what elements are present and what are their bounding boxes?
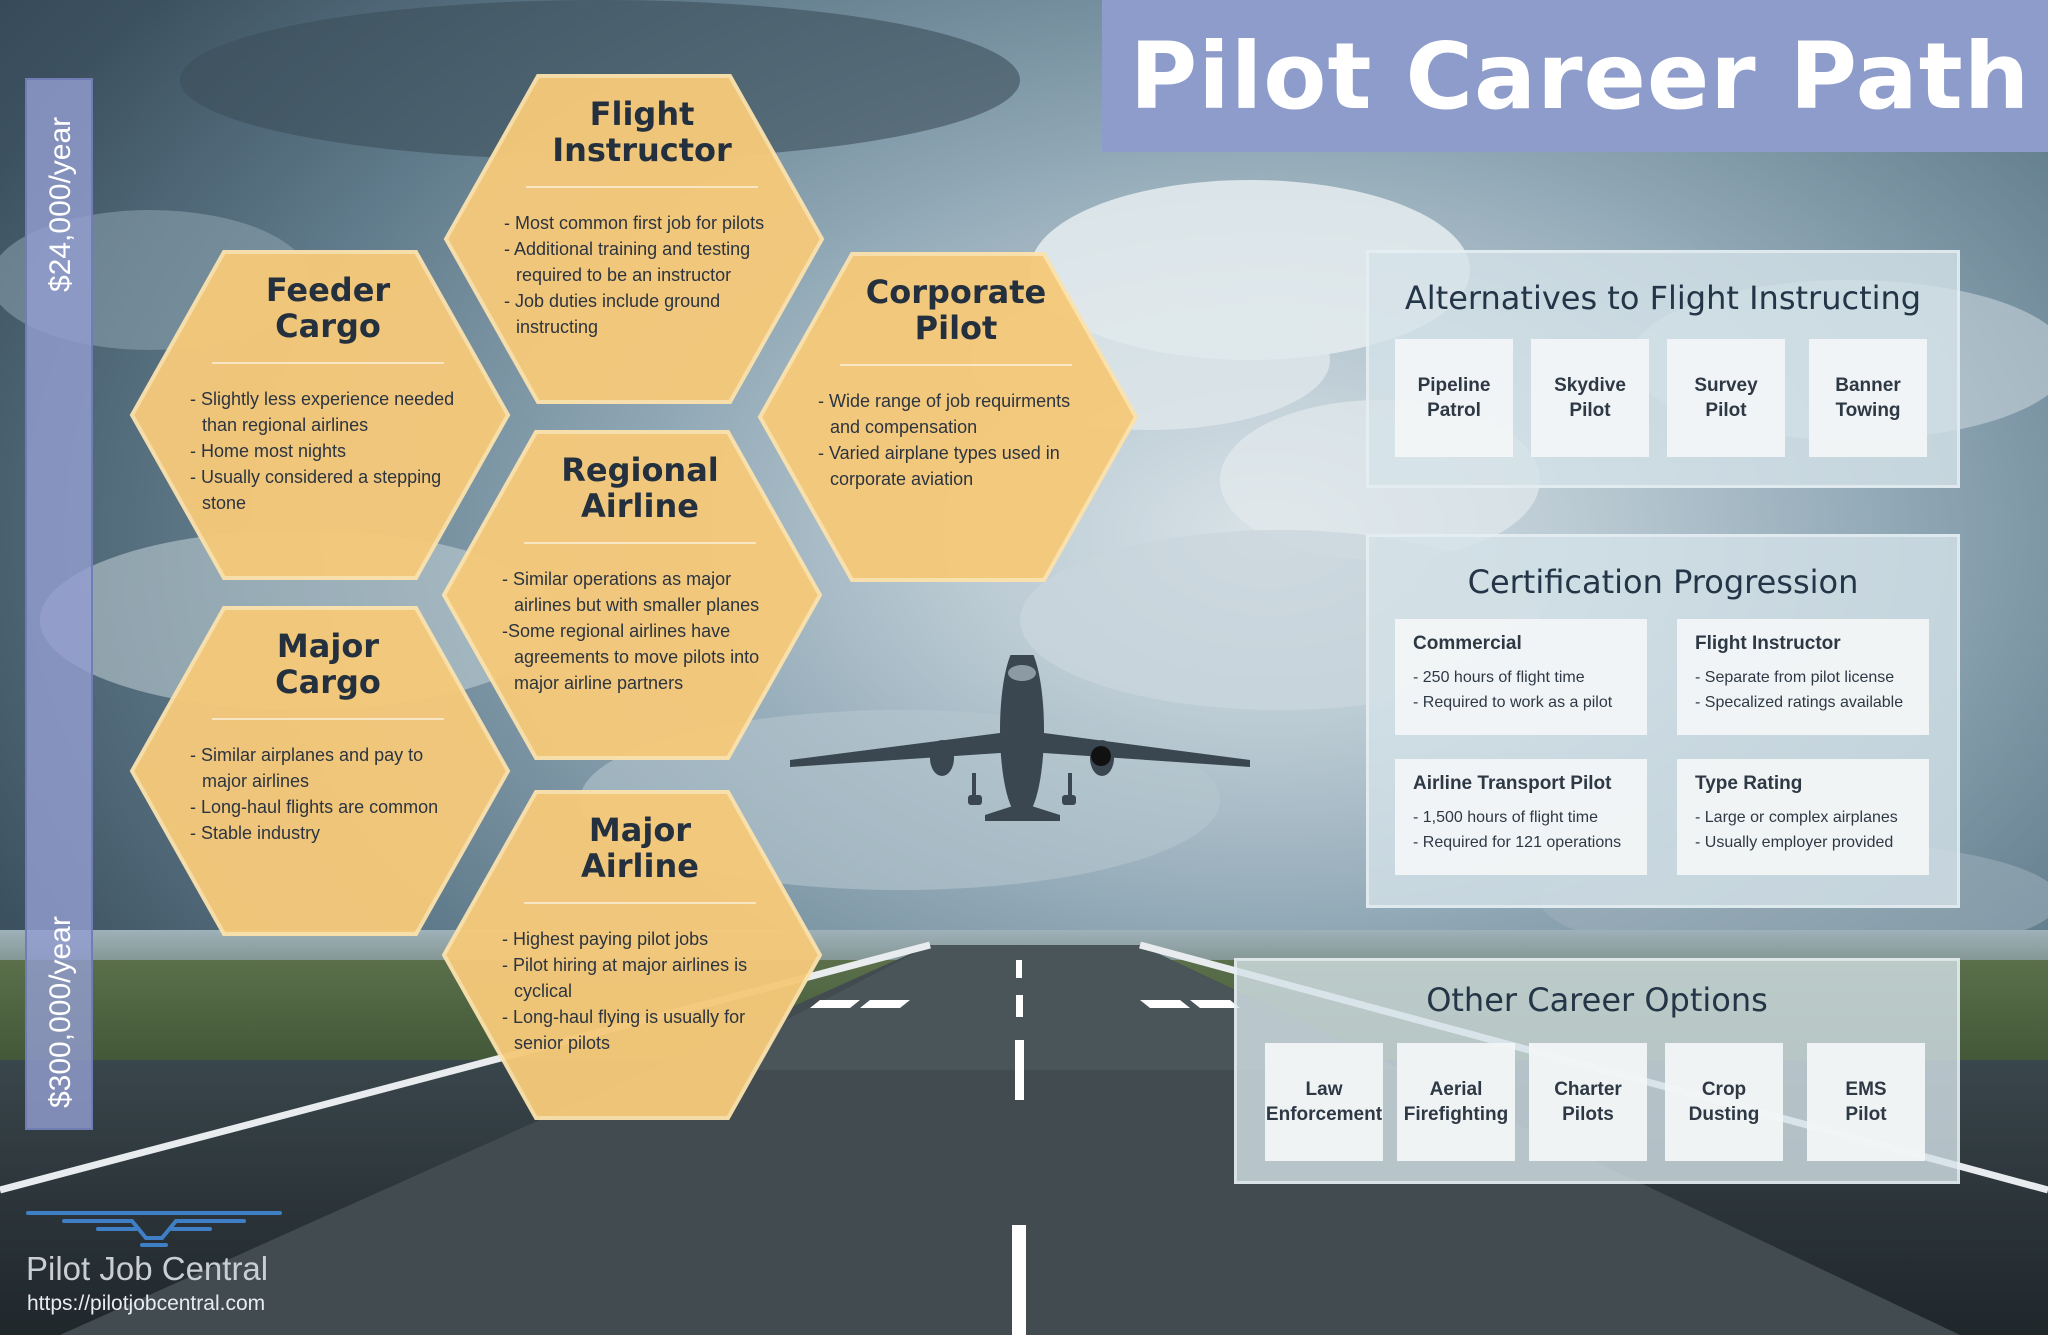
cert-name: Type Rating [1695, 773, 1803, 794]
other-options-panel: Other Career Options Law Enforcement Aer… [1234, 958, 1960, 1184]
other-options-title: Other Career Options [1426, 981, 1768, 1019]
cert-name: Commercial [1413, 633, 1522, 654]
certification-panel: Certification Progression Commercial - 2… [1366, 534, 1960, 908]
pilot-job-central-logo[interactable]: Pilot Job Central https://pilotjobcentra… [24, 1208, 284, 1318]
alternatives-title: Alternatives to Flight Instructing [1404, 279, 1922, 317]
hex-corporate-pilot: Corporate Pilot - Wide range of job requ… [756, 250, 1140, 584]
alternative-tile-skydive-pilot: Skydive Pilot [1531, 339, 1649, 457]
cert-line: - Usually employer provided [1695, 834, 1894, 851]
airplane-icon [790, 655, 1250, 821]
cert-line: - Required to work as a pilot [1413, 694, 1613, 711]
hex-bullet: - Usually considered a stepping stone [190, 467, 442, 513]
cert-name: Airline Transport Pilot [1413, 773, 1612, 794]
alternative-tile-survey-pilot: Survey Pilot [1667, 339, 1785, 457]
alternative-tile-banner-towing: Banner Towing [1809, 339, 1927, 457]
option-tile-ems-pilot: EMS Pilot [1807, 1043, 1925, 1161]
hex-bullet: - Additional training and testing requir… [504, 239, 751, 285]
cert-type-rating: Type Rating - Large or complex airplanes… [1677, 759, 1929, 875]
hex-title: Major Cargo [275, 627, 381, 701]
hex-bullet: - Varied airplane types used in corporat… [818, 443, 1060, 489]
hex-major-cargo: Major Cargo - Similar airplanes and pay … [128, 604, 512, 938]
option-tile-crop-dusting: Crop Dusting [1665, 1043, 1783, 1161]
cert-line: - Large or complex airplanes [1695, 809, 1898, 826]
hex-bullet: - Job duties include ground instructing [504, 291, 721, 337]
alternatives-panel: Alternatives to Flight Instructing Pipel… [1366, 250, 1960, 488]
cert-airline-transport-pilot: Airline Transport Pilot - 1,500 hours of… [1395, 759, 1647, 875]
cert-commercial: Commercial - 250 hours of flight time - … [1395, 619, 1647, 735]
logo-url[interactable]: https://pilotjobcentral.com [27, 1292, 266, 1315]
title-banner: Pilot Career Path [1102, 0, 2048, 152]
hex-major-airline: Major Airline - Highest paying pilot job… [440, 788, 824, 1122]
option-tile-law-enforcement: Law Enforcement [1265, 1043, 1383, 1161]
hex-title: Regional Airline [561, 451, 719, 525]
hex-bullet: - Wide range of job requirments and comp… [818, 391, 1071, 437]
hex-bullet: - Slightly less experience needed than r… [190, 389, 455, 435]
hex-bullet: - Most common first job for pilots [504, 213, 765, 233]
hex-bullet: - Long-haul flying is usually for senior… [502, 1007, 746, 1053]
hex-regional-airline: Regional Airline - Similar operations as… [440, 428, 824, 762]
page-title: Pilot Career Path [1129, 22, 2031, 130]
certification-title: Certification Progression [1467, 563, 1859, 601]
wings-logo-icon [26, 1211, 282, 1247]
hex-bullet: -Some regional airlines have agreements … [502, 621, 760, 693]
hex-bullet: - Highest paying pilot jobs [502, 929, 709, 949]
salary-scale-bar: $24,000/year $300,000/year [25, 78, 93, 1130]
cert-line: - Specalized ratings available [1695, 694, 1904, 711]
cert-line: - 1,500 hours of flight time [1413, 809, 1598, 826]
hex-title: Feeder Cargo [265, 271, 391, 345]
hex-bullet: - Similar operations as major airlines b… [502, 569, 760, 615]
logo-name: Pilot Job Central [26, 1250, 269, 1287]
hex-bullet: - Similar airplanes and pay to major air… [190, 745, 424, 791]
hex-title: Flight Instructor [552, 95, 732, 169]
option-tile-charter-pilots: Charter Pilots [1529, 1043, 1647, 1161]
hex-title: Major Airline [581, 811, 699, 885]
cert-flight-instructor: Flight Instructor - Separate from pilot … [1677, 619, 1929, 735]
alternative-tile-pipeline-patrol: Pipeline Patrol [1395, 339, 1513, 457]
hex-bullet: - Home most nights [190, 441, 347, 461]
cert-line: - Separate from pilot license [1695, 669, 1895, 686]
hex-feeder-cargo: Feeder Cargo - Slightly less experience … [128, 248, 512, 582]
cert-line: - Required for 121 operations [1413, 834, 1622, 851]
hex-flight-instructor: Flight Instructor - Most common first jo… [442, 72, 826, 406]
hex-bullet: - Pilot hiring at major airlines is cycl… [502, 955, 748, 1001]
cert-line: - 250 hours of flight time [1413, 669, 1585, 686]
hex-title: Corporate Pilot [865, 273, 1047, 347]
cert-name: Flight Instructor [1695, 633, 1841, 654]
option-tile-aerial-firefighting: Aerial Firefighting [1397, 1043, 1515, 1161]
hex-bullet: - Long-haul flights are common [190, 797, 439, 817]
hex-bullet: - Stable industry [190, 823, 321, 843]
